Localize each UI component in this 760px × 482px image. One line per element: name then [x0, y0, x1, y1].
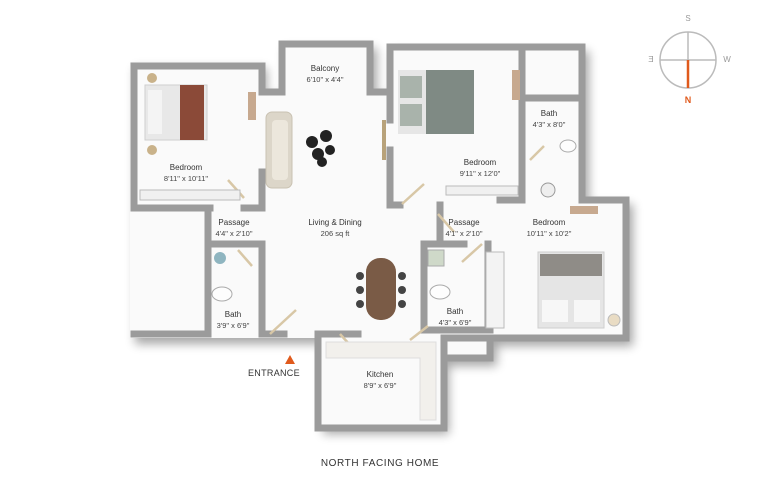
room-name: Bedroom [463, 158, 497, 167]
room-label-bath-2: Bath 4'3" x 8'0" [533, 108, 566, 130]
room-name: Living & Dining [308, 218, 362, 227]
compass-north: N [684, 95, 692, 105]
room-size: 8'11" x 10'11" [163, 174, 209, 183]
room-name: Passage [218, 218, 250, 227]
compass-east: E [648, 55, 654, 64]
room-label-passage-2: Passage 4'1" x 2'10" [446, 217, 483, 239]
room-label-bedroom-1: Bedroom 8'11" x 10'11" [164, 162, 208, 184]
room-name: Bath [224, 310, 242, 319]
room-label-living: Living & Dining 206 sq ft [308, 217, 361, 239]
room-size: 6'10" x 4'4" [306, 75, 344, 84]
room-size: 4'1" x 2'10" [445, 229, 483, 238]
compass-south: S [685, 14, 691, 23]
room-label-bedroom-3: Bedroom 10'11" x 10'2" [527, 217, 572, 239]
room-size: 9'11" x 12'0" [459, 169, 501, 178]
room-size: 206 sq ft [320, 229, 350, 238]
room-label-passage-1: Passage 4'4" x 2'10" [216, 217, 253, 239]
room-label-bedroom-2: Bedroom 9'11" x 12'0" [460, 157, 501, 179]
room-size: 10'11" x 10'2" [526, 229, 572, 238]
door-swings [227, 120, 545, 357]
room-size: 4'3" x 6'9" [438, 318, 472, 327]
footer-title: NORTH FACING HOME [320, 458, 440, 469]
room-name: Bedroom [532, 218, 566, 227]
room-name: Passage [448, 218, 480, 227]
room-name: Balcony [310, 64, 340, 73]
room-name: Bedroom [169, 163, 203, 172]
floor-base [130, 42, 628, 428]
walls [130, 40, 630, 432]
room-label-kitchen: Kitchen 8'9" x 6'9" [364, 369, 397, 391]
entrance-marker [285, 355, 295, 364]
room-name: Kitchen [366, 370, 394, 379]
room-size: 4'4" x 2'10" [215, 229, 253, 238]
compass-west: W [723, 55, 731, 64]
room-name: Bath [540, 109, 558, 118]
room-name: Bath [446, 307, 464, 316]
room-label-balcony: Balcony 6'10" x 4'4" [307, 63, 344, 85]
compass [659, 31, 717, 89]
room-size: 8'9" x 6'9" [363, 381, 397, 390]
furniture [139, 70, 621, 421]
room-size: 4'3" x 8'0" [532, 120, 566, 129]
entrance-label: ENTRANCE [248, 368, 300, 378]
room-label-bath-3: Bath 4'3" x 6'9" [439, 306, 472, 328]
room-label-bath-1: Bath 3'9" x 6'9" [217, 309, 250, 331]
room-size: 3'9" x 6'9" [216, 321, 250, 330]
